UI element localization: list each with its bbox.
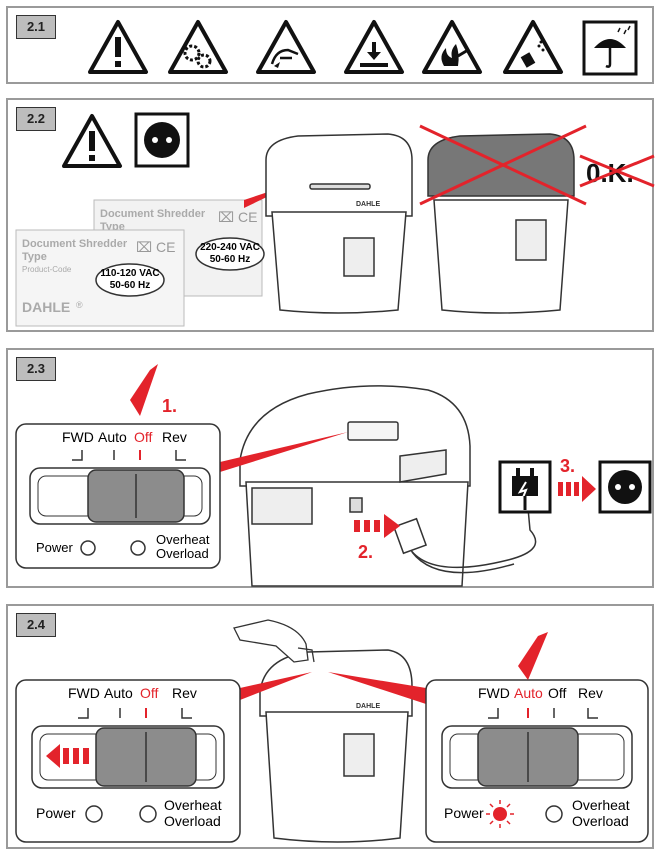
hand-hazard-icon (256, 20, 316, 74)
svg-text:DAHLE: DAHLE (356, 201, 380, 208)
overheat-indicator (139, 805, 157, 823)
section-label: 2.1 (16, 15, 56, 39)
power-socket-icon (134, 112, 190, 168)
label-type-text: Type (22, 251, 47, 263)
overheat-label: Overheat (156, 532, 210, 547)
panel-2-3: 2.3 FWD Auto Off Rev Power (6, 348, 654, 588)
keep-dry-icon (582, 20, 638, 76)
panel-2-1: 2.1 (6, 6, 654, 84)
step-one-label: 1. (162, 396, 177, 416)
svg-text:DAHLE: DAHLE (356, 703, 380, 710)
power-label: Power (36, 540, 74, 555)
overheat-label: Overheat (572, 797, 630, 813)
power-label: Power (36, 805, 76, 821)
shredder-illustration (239, 385, 471, 587)
switch-label-rev: Rev (162, 429, 187, 445)
switch-label-auto: Auto (104, 685, 133, 701)
pointer-wedge (240, 672, 312, 700)
section-label: 2.2 (16, 107, 56, 131)
switch-label-off: Off (140, 685, 159, 701)
warning-icons-row (88, 20, 638, 76)
label-model-text: Document Shredder (22, 238, 128, 250)
hand-illustration (233, 619, 315, 663)
overload-label: Overload (572, 813, 629, 829)
power-indicator (80, 540, 96, 556)
ce-mark: ⌧ CE (136, 239, 175, 255)
overheat-indicator (545, 805, 563, 823)
ce-mark: ⌧ CE (218, 209, 257, 225)
flammable-spray-icon (422, 20, 482, 74)
step-arrow (518, 632, 548, 680)
operation-illustration: DAHLE FWD Auto Off Rev Power (15, 619, 649, 843)
power-rating-illustration: Document Shredder Type ⌧ CE 220-240 VAC … (15, 112, 655, 327)
warning-triangle-icon (88, 20, 148, 74)
section-label: 2.3 (16, 357, 56, 381)
shredder-illustration: DAHLE (259, 649, 413, 843)
rating-label-us: Document Shredder Type Product-Code ⌧ CE… (15, 229, 185, 327)
switch-label-auto: Auto (98, 429, 127, 445)
power-cord (392, 507, 537, 574)
overheat-label: Overheat (164, 797, 222, 813)
freq-eu-text: 50-60 Hz (210, 254, 251, 265)
switch-panel-right: FWD Auto Off Rev Power Overheat (425, 679, 649, 843)
label-model-text: Document Shredder (100, 208, 206, 220)
spray-hazard-icon (503, 20, 563, 74)
overload-label: Overload (164, 813, 221, 829)
voltage-eu-text: 220-240 VAC (200, 242, 260, 253)
step-three-label: 3. (560, 456, 575, 476)
section-label: 2.4 (16, 613, 56, 637)
switch-label-fwd: FWD (68, 685, 100, 701)
power-indicator-lit (486, 800, 514, 828)
gears-hazard-icon (168, 20, 228, 74)
plug-icon (498, 460, 552, 514)
crush-hazard-icon (344, 20, 404, 74)
panel-2-4: 2.4 DAHLE FWD Auto Off Rev (6, 604, 654, 849)
warning-triangle-icon (62, 114, 122, 168)
pointer-wedge (220, 432, 348, 472)
product-code-text: Product-Code (22, 265, 72, 274)
freq-us-text: 50-60 Hz (110, 280, 151, 291)
overheat-indicator (130, 540, 146, 556)
switch-label-rev: Rev (578, 685, 603, 701)
switch-label-off: Off (548, 685, 567, 701)
switch-panel: FWD Auto Off Rev Power Overheat Overload (15, 423, 221, 569)
brand-registered-mark: ® (76, 300, 83, 310)
switch-label-fwd: FWD (478, 685, 510, 701)
step-three-arrows (558, 476, 596, 502)
overload-label: Overload (156, 546, 209, 561)
switch-label-auto: Auto (514, 685, 543, 701)
switch-setup-illustration: FWD Auto Off Rev Power Overheat Overload… (15, 364, 652, 587)
panel-2-2: 2.2 Document Shredder Type ⌧ CE 220-240 … (6, 98, 655, 332)
switch-label-rev: Rev (172, 685, 197, 701)
power-socket-icon (598, 460, 652, 514)
brand-logo: DAHLE (22, 299, 70, 315)
shredder-illustration: DAHLE (265, 133, 413, 314)
step-two-label: 2. (358, 542, 373, 562)
switch-label-off: Off (134, 429, 153, 445)
step-arrow (130, 364, 158, 416)
pointer-wedge (328, 672, 426, 704)
switch-label-fwd: FWD (62, 429, 94, 445)
switch-panel-left: FWD Auto Off Rev Power Overheat Overload (15, 679, 241, 843)
power-label: Power (444, 805, 484, 821)
ok-strike (579, 154, 655, 188)
power-indicator (85, 805, 103, 823)
shredder-illustration-wrong (419, 124, 587, 314)
fwd-arrow (46, 744, 89, 768)
step-two-arrows (354, 514, 400, 538)
voltage-us-text: 110-120 VAC (100, 268, 159, 279)
